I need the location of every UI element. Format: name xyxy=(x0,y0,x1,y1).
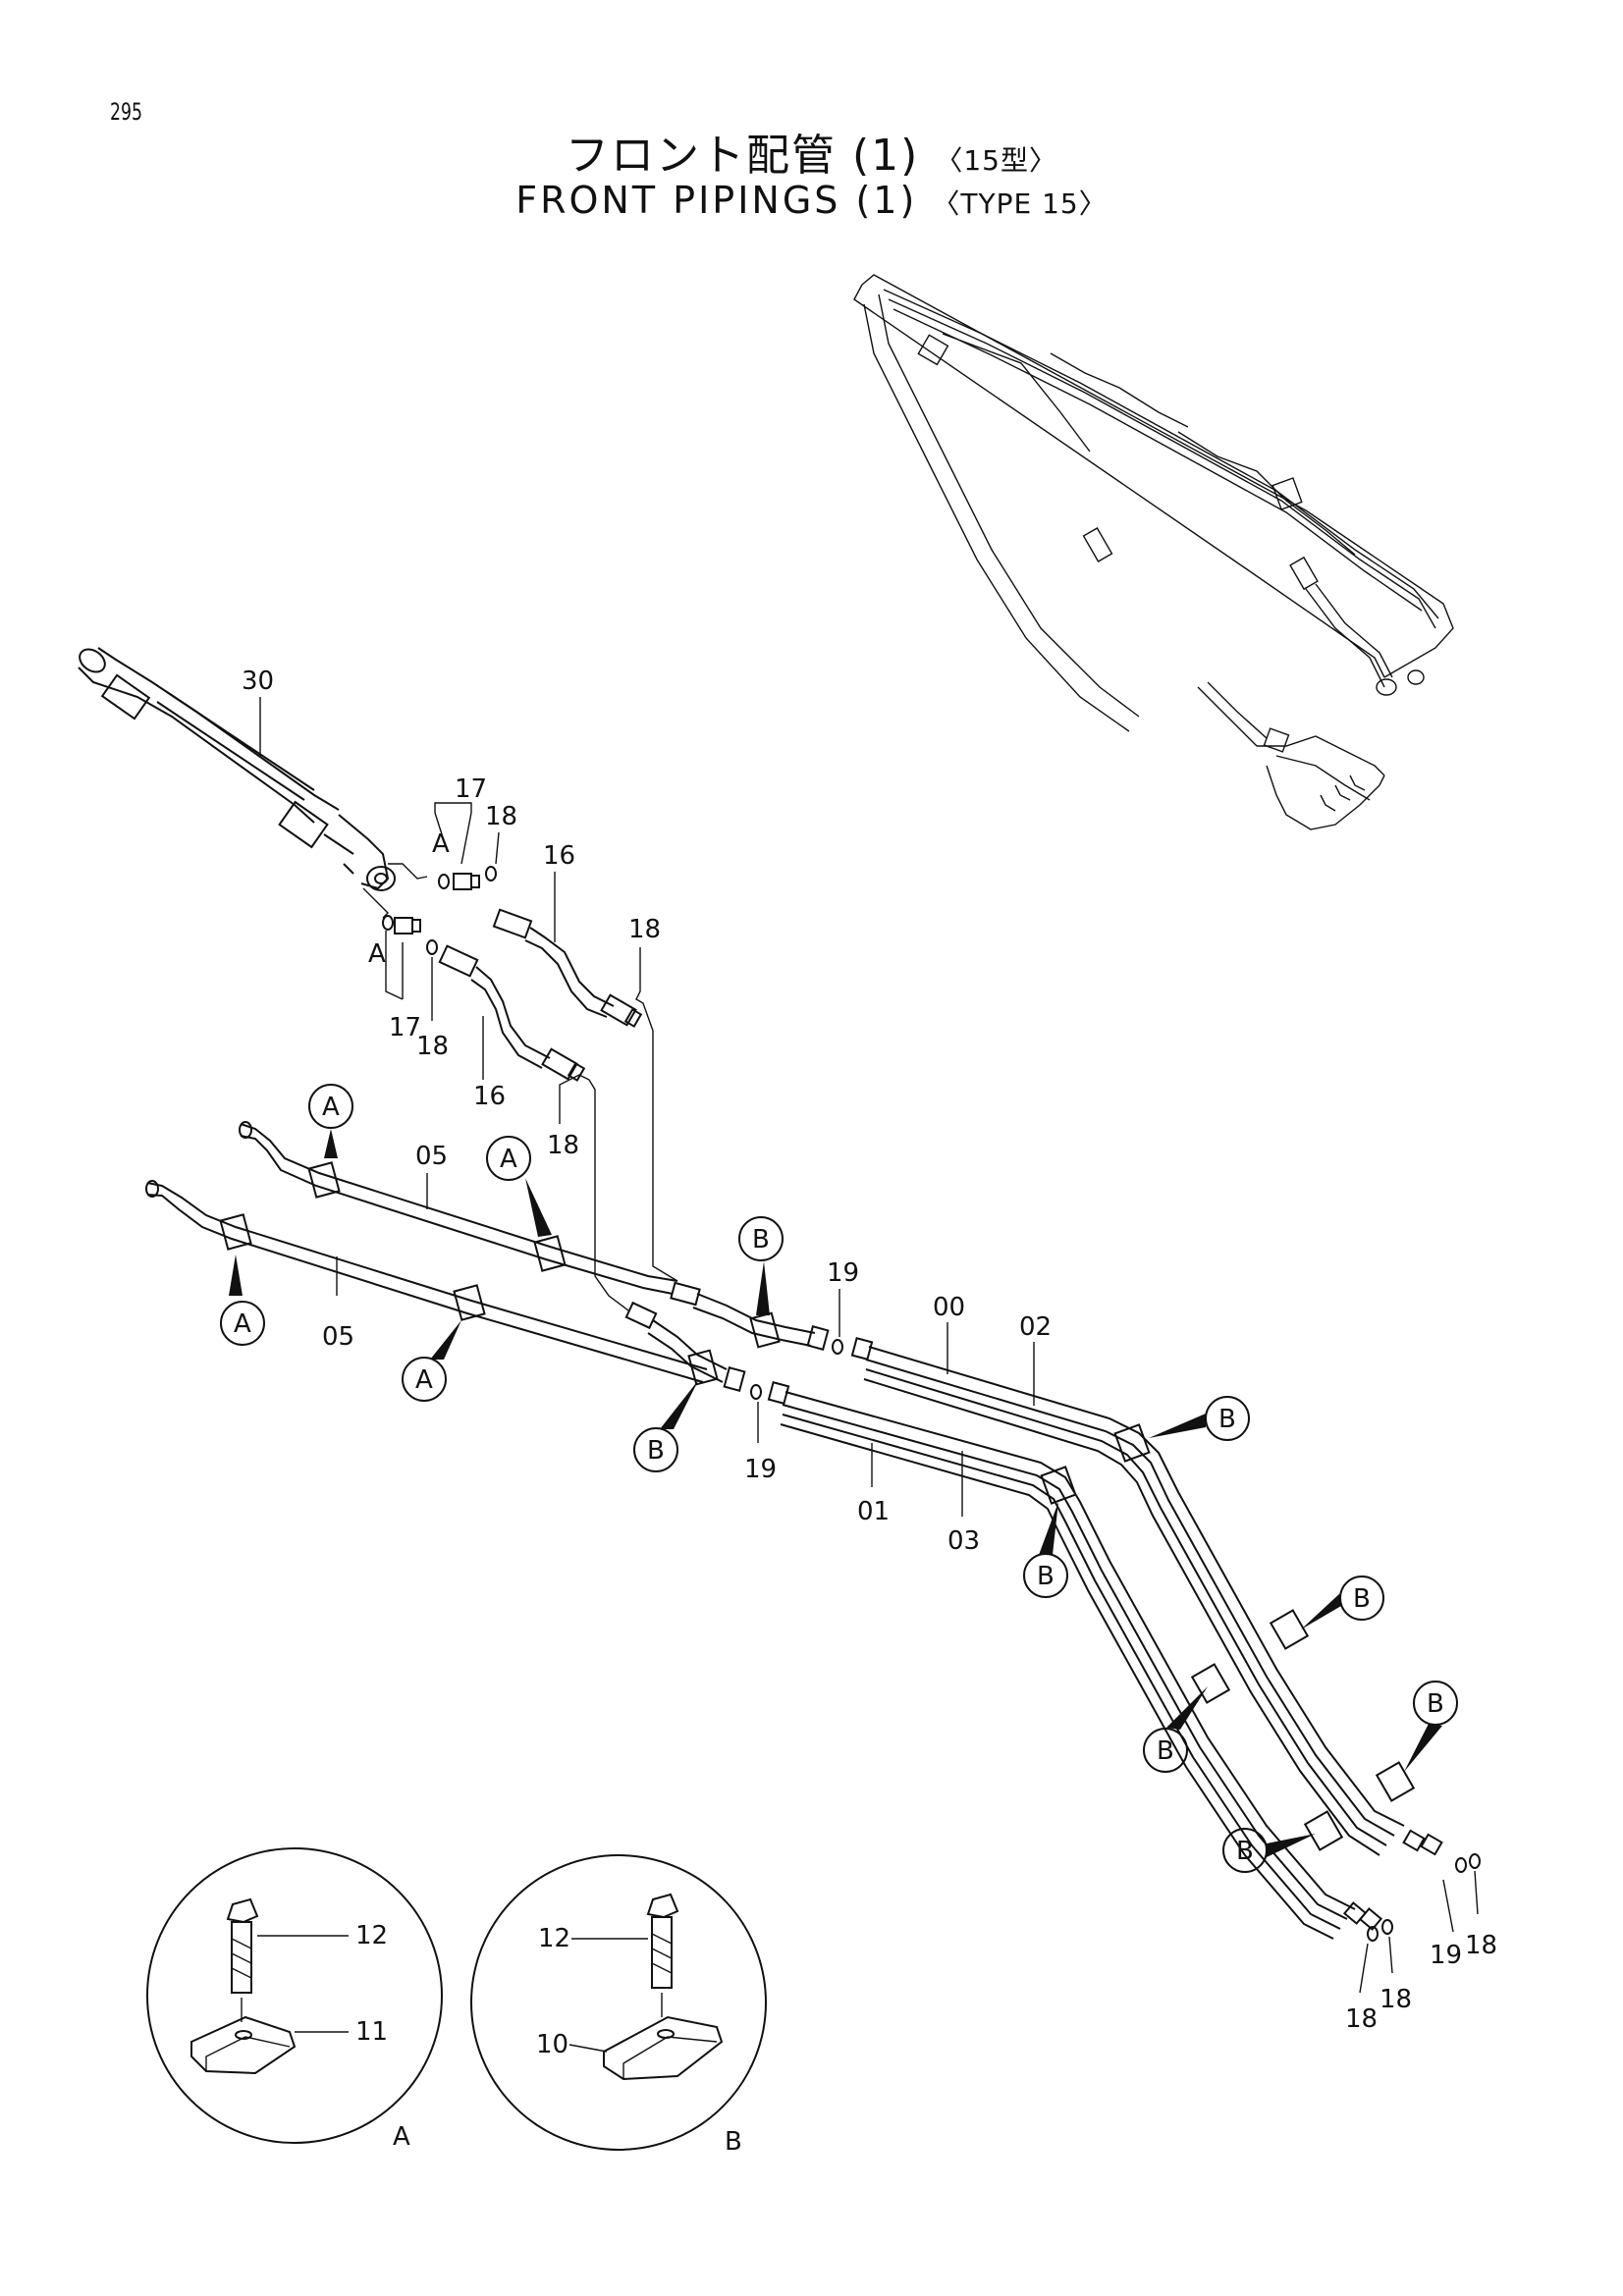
cylinder-leader: 30 xyxy=(242,667,274,756)
callout-a-2: A xyxy=(486,1136,552,1237)
hose-joint-upper xyxy=(670,1281,843,1355)
callout-b-7-text: B xyxy=(1427,1689,1444,1719)
callout-b-8: B xyxy=(1222,1828,1316,1873)
callout-b-4-text: B xyxy=(1037,1562,1055,1591)
callout-b-6-text: B xyxy=(1157,1736,1174,1766)
label-02: 02 xyxy=(1019,1312,1052,1342)
callout-b-7: B xyxy=(1404,1681,1458,1772)
callout-a-3-text: A xyxy=(234,1309,251,1339)
label-18-end-1: 18 xyxy=(1465,1931,1497,1960)
detail-b: 12 10 B xyxy=(470,1854,767,2157)
label-17-lower: 17 xyxy=(389,1013,421,1042)
callout-b-5-text: B xyxy=(1353,1584,1371,1614)
detail-b-label-10: 10 xyxy=(536,2030,568,2059)
label-19-end: 19 xyxy=(1430,1941,1462,1970)
pipe-05-lower: 05 xyxy=(145,1180,708,1383)
detail-a: 12 11 A xyxy=(146,1847,443,2152)
label-01: 01 xyxy=(857,1497,890,1526)
callout-b-3: B xyxy=(1149,1396,1250,1441)
title-jp-type: 〈15型〉 xyxy=(935,144,1057,177)
label-ref-a-lower: A xyxy=(368,939,386,969)
label-18-lower: 18 xyxy=(416,1032,449,1061)
callout-a-1: A xyxy=(308,1084,353,1158)
page-title-japanese: フロント配管 (1) 〈15型〉 xyxy=(0,120,1623,183)
label-16-upper: 16 xyxy=(543,841,575,871)
pipe-05-upper: 05 xyxy=(239,1121,678,1295)
title-jp-text: フロント配管 (1) xyxy=(566,131,920,181)
label-18-upper: 18 xyxy=(485,802,517,831)
callout-b-6: B xyxy=(1143,1686,1208,1773)
page-number: 295 xyxy=(110,98,142,126)
callout-a-4-text: A xyxy=(415,1365,433,1395)
callout-b-2-text: B xyxy=(647,1436,665,1466)
callout-a-3: A xyxy=(220,1255,265,1346)
callout-b-1-text: B xyxy=(752,1225,770,1255)
detail-a-label-11: 11 xyxy=(355,2017,388,2047)
label-00: 00 xyxy=(933,1293,965,1322)
detail-b-label-12: 12 xyxy=(538,1924,570,1953)
label-19-lower: 19 xyxy=(744,1455,777,1484)
label-30: 30 xyxy=(242,667,274,696)
label-05-upper: 05 xyxy=(415,1142,448,1171)
detail-b-caption: B xyxy=(725,2127,742,2157)
callout-b-1: B xyxy=(738,1216,784,1315)
label-19-upper: 19 xyxy=(827,1258,859,1288)
hose-end-orings: 18 18 xyxy=(547,915,678,1311)
detail-a-label-12: 12 xyxy=(355,1921,388,1950)
oring-19-upper-leader: 19 xyxy=(827,1258,859,1337)
label-18-end-3: 18 xyxy=(1380,1985,1412,2014)
callout-b-5: B xyxy=(1301,1575,1384,1629)
hose-joint-lower xyxy=(624,1301,762,1400)
callout-a-2-text: A xyxy=(500,1145,517,1174)
pipes-00-02: 00 02 xyxy=(850,1293,1443,1856)
label-17-upper: 17 xyxy=(455,774,487,804)
upper-port-fittings: 17 A 18 16 xyxy=(432,774,643,1028)
label-ref-a-upper: A xyxy=(432,829,450,859)
callout-b-4: B xyxy=(1023,1502,1068,1598)
title-en-type: 〈TYPE 15〉 xyxy=(932,187,1108,220)
oring-19-lower-leader: 19 xyxy=(744,1402,777,1484)
label-16-lower: 16 xyxy=(473,1082,506,1111)
end-orings: 19 18 18 18 xyxy=(1345,1853,1497,2034)
callout-b-2: B xyxy=(633,1379,699,1472)
pipes-01-03: 01 03 xyxy=(767,1381,1383,1940)
boom-cylinder-assembly xyxy=(78,647,396,891)
lower-port-fittings: A 17 18 16 xyxy=(368,915,586,1111)
cylinder-port-links xyxy=(362,863,428,919)
label-18-end-2: 18 xyxy=(1345,2004,1378,2034)
excavator-boom-overview xyxy=(853,274,1454,830)
label-18-hose-upper: 18 xyxy=(628,915,661,944)
callout-b-3-text: B xyxy=(1218,1405,1236,1434)
page-title-english: FRONT PIPINGS (1) 〈TYPE 15〉 xyxy=(0,179,1623,222)
label-03: 03 xyxy=(947,1526,980,1556)
label-18-hose-lower: 18 xyxy=(547,1131,579,1160)
callout-a-4: A xyxy=(402,1320,461,1402)
label-05-lower: 05 xyxy=(322,1322,354,1352)
detail-a-caption: A xyxy=(393,2122,410,2152)
callout-a-1-text: A xyxy=(322,1093,340,1122)
title-en-text: FRONT PIPINGS (1) xyxy=(515,179,918,222)
callout-b-8-text: B xyxy=(1236,1837,1254,1866)
